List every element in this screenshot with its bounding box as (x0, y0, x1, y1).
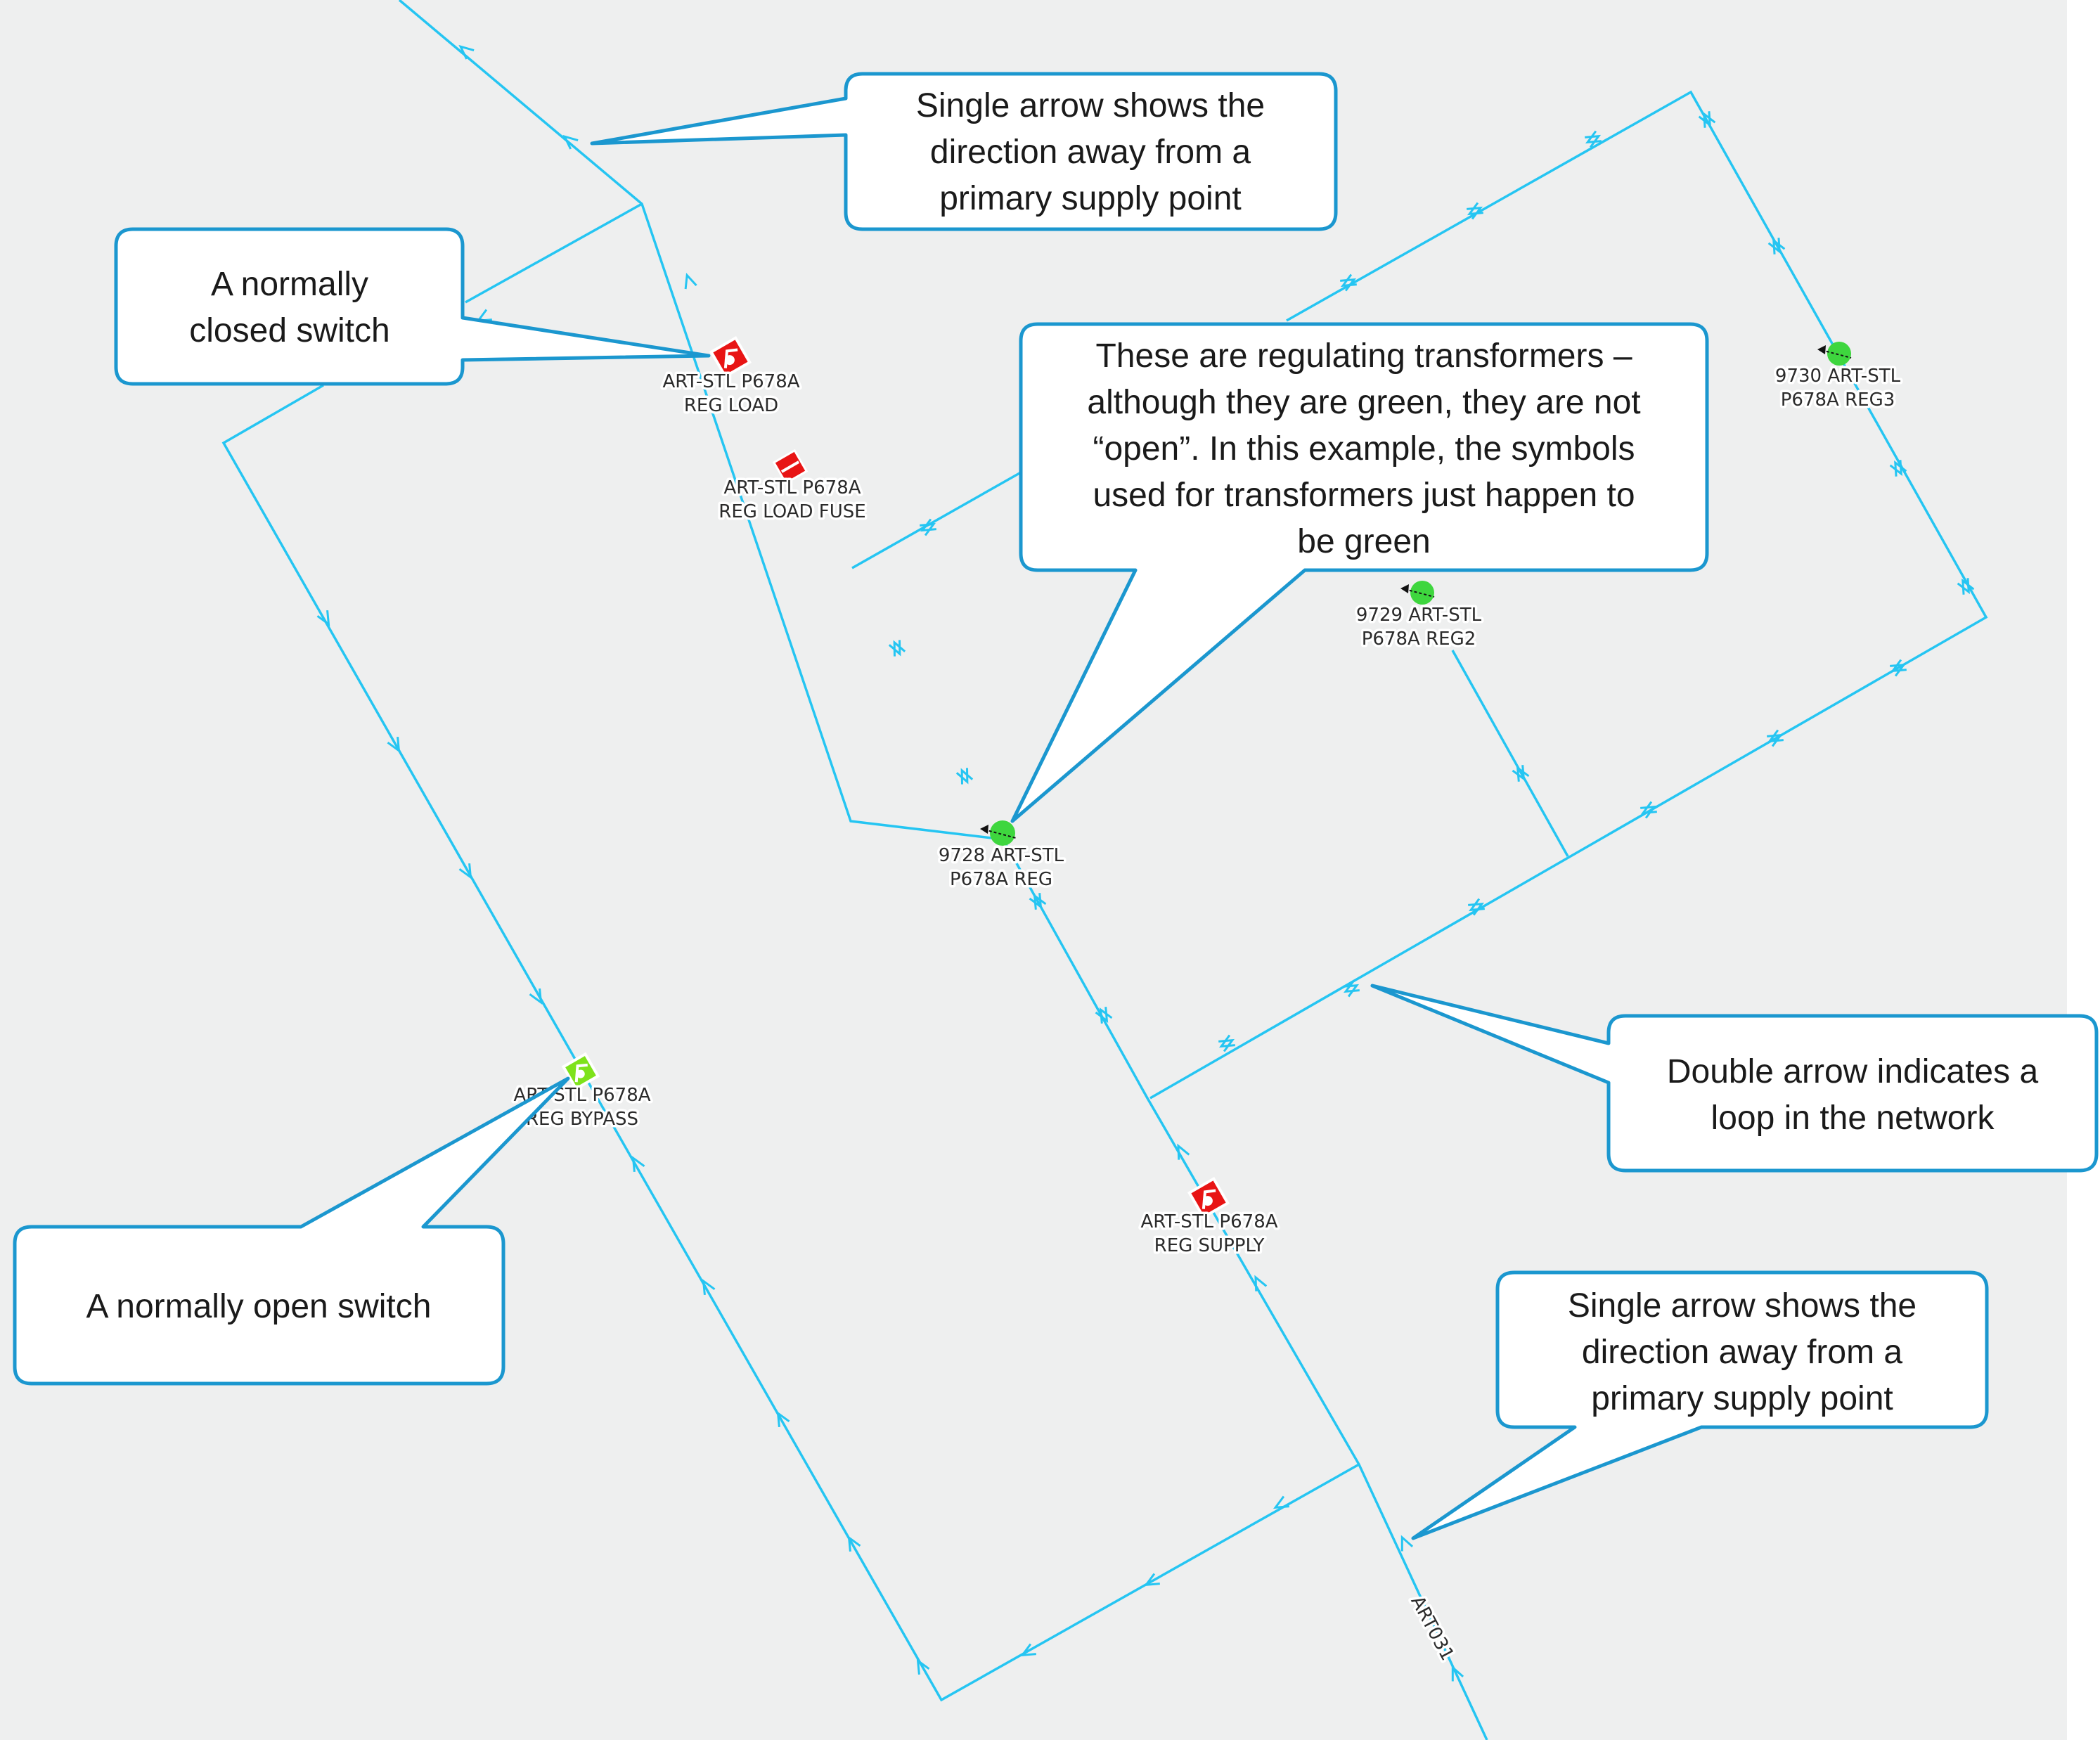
regulating-transformer-icon (1817, 342, 1852, 366)
double-flow-arrow (955, 768, 974, 785)
callout-single-arrow-bottom: Single arrow shows the direction away fr… (1411, 1270, 1989, 1540)
device-label-line2: REG LOAD FUSE (719, 501, 865, 522)
single-flow-arrow (631, 1156, 645, 1172)
double-flow-arrow (1218, 1034, 1235, 1052)
device-label-line1: 9728 ART-STL (939, 845, 1064, 866)
single-flow-arrow (684, 272, 697, 290)
single-flow-arrow (1273, 1495, 1289, 1509)
single-flow-arrow (529, 988, 543, 1005)
device-label-line2: P678A REG (950, 869, 1052, 890)
svg-text:although they are green, they: although they are green, they are not (1087, 384, 1640, 421)
single-flow-arrow (1254, 1275, 1268, 1291)
single-flow-arrow (458, 44, 475, 60)
reg-bypass-switch[interactable]: ART-STL P678A REG BYPASS (511, 1052, 653, 1133)
device-label-line2: P678A REG3 (1781, 389, 1895, 411)
single-flow-arrow (562, 134, 579, 150)
feeder-label: ART031 (1406, 1592, 1457, 1664)
double-flow-arrow (1095, 1007, 1113, 1024)
double-flow-arrow (1585, 130, 1602, 148)
double-flow-arrow (1512, 765, 1530, 782)
regulating-transformer-icon (1400, 581, 1435, 605)
svg-text:“open”. In this example, the s: “open”. In this example, the symbols (1093, 430, 1635, 468)
closed-switch-icon (709, 335, 752, 379)
double-flow-arrow (1698, 111, 1716, 128)
double-flow-arrow (1767, 729, 1784, 747)
single-flow-arrow (1451, 1665, 1464, 1682)
svg-text:used for transformers just hap: used for transformers just happen to (1093, 477, 1635, 514)
feeder-segment (398, 0, 1488, 1740)
reg-supply-switch[interactable]: ART-STL P678A REG SUPPLY (1138, 1176, 1280, 1259)
reg-load-fuse[interactable]: ART-STL P678A REG LOAD FUSE (716, 449, 868, 525)
double-flow-arrow (1029, 893, 1047, 910)
device-label-line1: 9730 ART-STL (1775, 366, 1901, 387)
single-flow-arrow (1143, 1573, 1160, 1587)
single-flow-arrow (1400, 1535, 1414, 1552)
device-label-line2: P678A REG2 (1362, 629, 1476, 650)
feeder-segment (1451, 650, 1569, 857)
svg-text:Single arrow shows the: Single arrow shows the (1568, 1287, 1917, 1325)
svg-text:direction away from a: direction away from a (1582, 1334, 1902, 1371)
closed-switch-icon (1187, 1176, 1230, 1220)
svg-text:Double arrow indicates a: Double arrow indicates a (1667, 1053, 2039, 1090)
single-flow-arrow (702, 1279, 716, 1295)
double-flow-arrow (1767, 238, 1786, 254)
svg-text:Single arrow shows the: Single arrow shows the (916, 87, 1265, 124)
single-flow-arrow (458, 863, 472, 879)
callout-single-arrow-top: Single arrow shows the direction away fr… (590, 72, 1338, 231)
fuse-icon (772, 449, 809, 485)
double-flow-arrow (1467, 202, 1483, 220)
single-flow-arrow (847, 1535, 861, 1552)
single-flow-arrow (387, 737, 401, 753)
svg-text:primary supply point: primary supply point (939, 180, 1242, 217)
double-flow-arrow (1340, 273, 1357, 292)
device-label-line2: REG LOAD (684, 395, 778, 416)
feeder-segment (465, 202, 643, 304)
feeder-segment (851, 471, 1022, 569)
double-flow-arrow (1957, 578, 1975, 595)
single-flow-arrow (1177, 1143, 1190, 1160)
svg-text:These are regulating transform: These are regulating transformers – (1095, 337, 1632, 375)
callout-regulating-transformers: These are regulating transformers – alth… (1010, 322, 1709, 823)
svg-text:be green: be green (1297, 523, 1431, 560)
open-switch-icon (561, 1052, 600, 1091)
regulating-transformer-icon (980, 820, 1017, 846)
double-flow-arrow (1343, 979, 1360, 998)
double-flow-arrow (1890, 659, 1907, 677)
callout-closed-switch: A normally closed switch (114, 227, 711, 386)
single-flow-arrow (316, 610, 330, 626)
regulating-transformer-9729[interactable]: 9729 ART-STL P678A REG2 (1353, 581, 1484, 652)
device-label-line1: ART-STL P678A (723, 477, 861, 498)
double-flow-arrow (1468, 898, 1485, 916)
callout-double-arrow: Double arrow indicates a loop in the net… (1370, 984, 2099, 1173)
svg-text:A normally open switch: A normally open switch (86, 1288, 432, 1325)
regulating-transformer-9728[interactable]: 9728 ART-STL P678A REG (936, 820, 1067, 893)
double-flow-arrow (1640, 801, 1657, 819)
regulating-transformer-9730[interactable]: 9730 ART-STL P678A REG3 (1772, 342, 1903, 413)
flow-arrows (316, 44, 1975, 1682)
double-flow-arrow (1889, 460, 1907, 477)
device-label-line1: 9729 ART-STL (1356, 605, 1482, 626)
svg-text:loop in the network: loop in the network (1711, 1100, 1995, 1137)
svg-text:closed switch: closed switch (189, 312, 389, 349)
double-flow-arrow (888, 640, 906, 657)
single-flow-arrow (916, 1658, 930, 1675)
reg-load-switch[interactable]: ART-STL P678A REG LOAD (660, 335, 802, 419)
feeder-lines (221, 0, 1988, 1740)
device-label-line1: ART-STL P678A (1140, 1211, 1277, 1232)
double-flow-arrow (920, 518, 936, 536)
svg-text:primary supply point: primary supply point (1591, 1380, 1893, 1417)
svg-text:direction away from a: direction away from a (930, 134, 1251, 171)
single-flow-arrow (776, 1411, 790, 1427)
device-label-line2: REG BYPASS (526, 1109, 638, 1130)
device-label-line2: REG SUPPLY (1154, 1235, 1265, 1256)
device-label-line1: ART-STL P678A (662, 371, 799, 392)
callout-open-switch: A normally open switch (13, 1076, 570, 1386)
single-flow-arrow (1019, 1643, 1036, 1657)
svg-text:A normally: A normally (211, 266, 368, 303)
